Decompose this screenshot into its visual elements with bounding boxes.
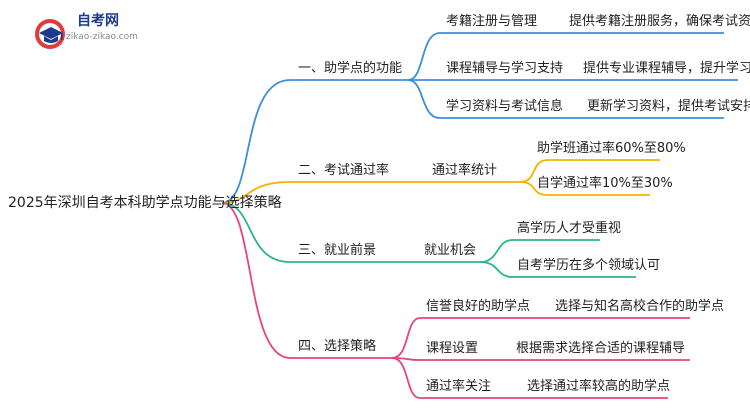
node-pass-rate-focus: 通过率关注	[426, 379, 492, 394]
node-job-opportunities: 就业机会	[424, 243, 477, 258]
node-high-education-valued: 高学历人才受重视	[517, 221, 622, 236]
edge-b1-c3	[407, 79, 441, 119]
node-course-setup-detail: 根据需求选择合适的课程辅导	[516, 341, 686, 356]
logo-subtitle: zikao-zikao.com	[66, 32, 138, 42]
edge-root-b2	[221, 181, 291, 204]
edge-b2-c2	[519, 181, 549, 196]
branch-functions: 一、助学点的功能	[298, 61, 403, 76]
site-logo[interactable]	[30, 14, 170, 54]
edge-b3-c2	[479, 261, 514, 278]
branch-strategy: 四、选择策略	[298, 339, 377, 354]
logo-title: 自考网	[77, 13, 119, 29]
node-materials-detail: 更新学习资料，提供考试安排	[587, 99, 750, 114]
node-reputable-center-detail: 选择与知名高校合作的助学点	[555, 299, 725, 314]
node-degree-recognized: 自考学历在多个领域认可	[517, 258, 661, 273]
node-registration: 考籍注册与管理	[446, 14, 538, 29]
node-pass-rate-focus-detail: 选择通过率较高的助学点	[527, 379, 671, 394]
node-tutoring-detail: 提供专业课程辅导，提升学习效率	[583, 61, 750, 76]
node-course-setup: 课程设置	[426, 341, 479, 356]
branch-pass-rate: 二、考试通过率	[298, 163, 390, 178]
edge-b3-c1	[479, 239, 514, 263]
edge-root-b3	[221, 202, 291, 263]
node-self-study-pass-rate: 自学通过率10%至30%	[537, 176, 673, 191]
node-tutoring: 课程辅导与学习支持	[446, 61, 564, 76]
node-materials: 学习资料与考试信息	[446, 99, 564, 114]
branch-employment: 三、就业前景	[298, 243, 377, 258]
node-pass-rate-stats: 通过率统计	[432, 163, 498, 178]
node-reputable-center: 信誉良好的助学点	[426, 299, 531, 314]
node-class-pass-rate: 助学班通过率60%至80%	[537, 141, 686, 156]
edge-root-b4	[221, 202, 291, 359]
edge-root-b1	[221, 79, 291, 204]
root-topic: 2025年深圳自考本科助学点功能与选择策略	[8, 195, 282, 211]
node-registration-detail: 提供考籍注册服务，确保考试资格	[569, 14, 750, 29]
edge-b4-c1	[391, 317, 421, 359]
edge-b1-c1	[407, 32, 441, 81]
edge-b4-c3	[391, 357, 421, 399]
graduation-cap-icon	[35, 19, 65, 49]
